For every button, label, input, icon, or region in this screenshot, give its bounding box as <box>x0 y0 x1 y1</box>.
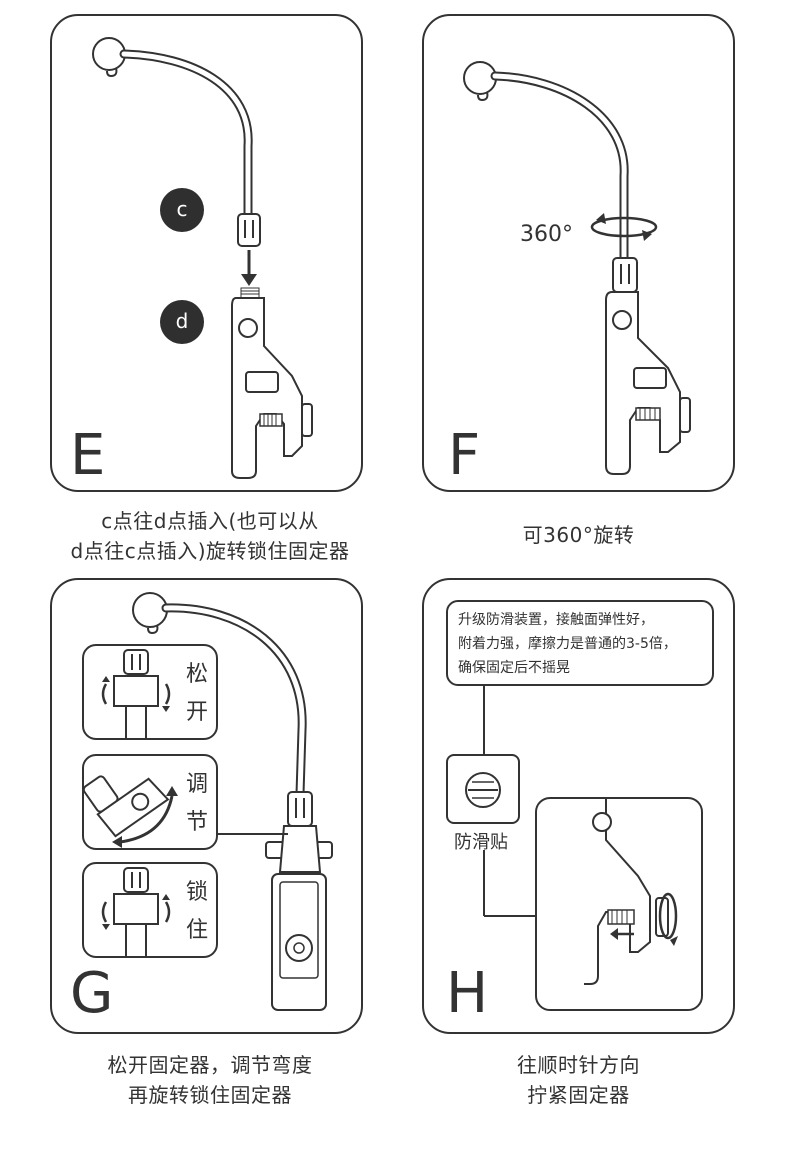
panel-g-letter: G <box>70 961 114 1026</box>
anti-slip-pad-box <box>446 754 520 824</box>
adjust-illustration <box>84 775 178 848</box>
panel-e: c d E <box>50 14 363 492</box>
adjust-label: 调节 <box>185 772 208 835</box>
anti-slip-pad-icon <box>465 772 501 808</box>
panel-h-letter: H <box>446 961 489 1026</box>
lock-label: 锁住 <box>185 880 208 943</box>
inset-loosen: 松开 <box>82 644 218 740</box>
panel-g-illustration <box>132 592 333 1011</box>
panel-h-caption-line2: 拧紧固定器 <box>527 1083 630 1107</box>
anti-slip-note: 升级防滑装置，接触面弹性好， 附着力强，摩擦力是普通的3-5倍， 确保固定后不摇… <box>446 600 714 686</box>
loosen-label: 松开 <box>185 662 208 725</box>
rotation-degree-label: 360° <box>520 222 573 247</box>
panel-h-illustration <box>483 686 703 1011</box>
loosen-illustration <box>101 649 171 738</box>
panel-f: 360° F <box>422 14 735 492</box>
panel-f-letter: F <box>448 423 481 488</box>
inset-adjust: 调节 <box>82 754 218 850</box>
point-d-badge: d <box>160 300 204 344</box>
anti-slip-pad-label: 防滑贴 <box>454 832 508 853</box>
lock-illustration <box>101 867 171 956</box>
inset-lock: 锁住 <box>82 862 218 958</box>
note-line2: 附着力强，摩擦力是普通的3-5倍， <box>458 636 677 652</box>
panel-h-caption: 往顺时针方向 拧紧固定器 <box>422 1050 735 1110</box>
panel-g-caption-line1: 松开固定器，调节弯度 <box>107 1053 313 1077</box>
panel-e-letter: E <box>70 423 106 488</box>
panel-h-caption-line1: 往顺时针方向 <box>517 1053 640 1077</box>
panel-f-illustration <box>463 61 691 475</box>
panel-g: 松开 调节 锁住 G <box>50 578 363 1034</box>
note-line3: 确保固定后不摇晃 <box>458 660 570 676</box>
note-line1: 升级防滑装置，接触面弹性好， <box>458 612 654 628</box>
panel-e-illustration <box>92 37 313 479</box>
panel-g-caption-line2: 再旋转锁住固定器 <box>128 1083 292 1107</box>
panel-g-caption: 松开固定器，调节弯度 再旋转锁住固定器 <box>30 1050 390 1110</box>
panel-e-caption: c点往d点插入(也可以从 d点往c点插入)旋转锁住固定器 <box>30 506 390 566</box>
panel-e-caption-line2: d点往c点插入)旋转锁住固定器 <box>70 539 350 563</box>
panel-h: 升级防滑装置，接触面弹性好， 附着力强，摩擦力是普通的3-5倍， 确保固定后不摇… <box>422 578 735 1034</box>
panel-f-caption: 可360°旋转 <box>522 523 635 547</box>
panel-e-caption-line1: c点往d点插入(也可以从 <box>101 509 319 533</box>
point-c-badge: c <box>160 188 204 232</box>
